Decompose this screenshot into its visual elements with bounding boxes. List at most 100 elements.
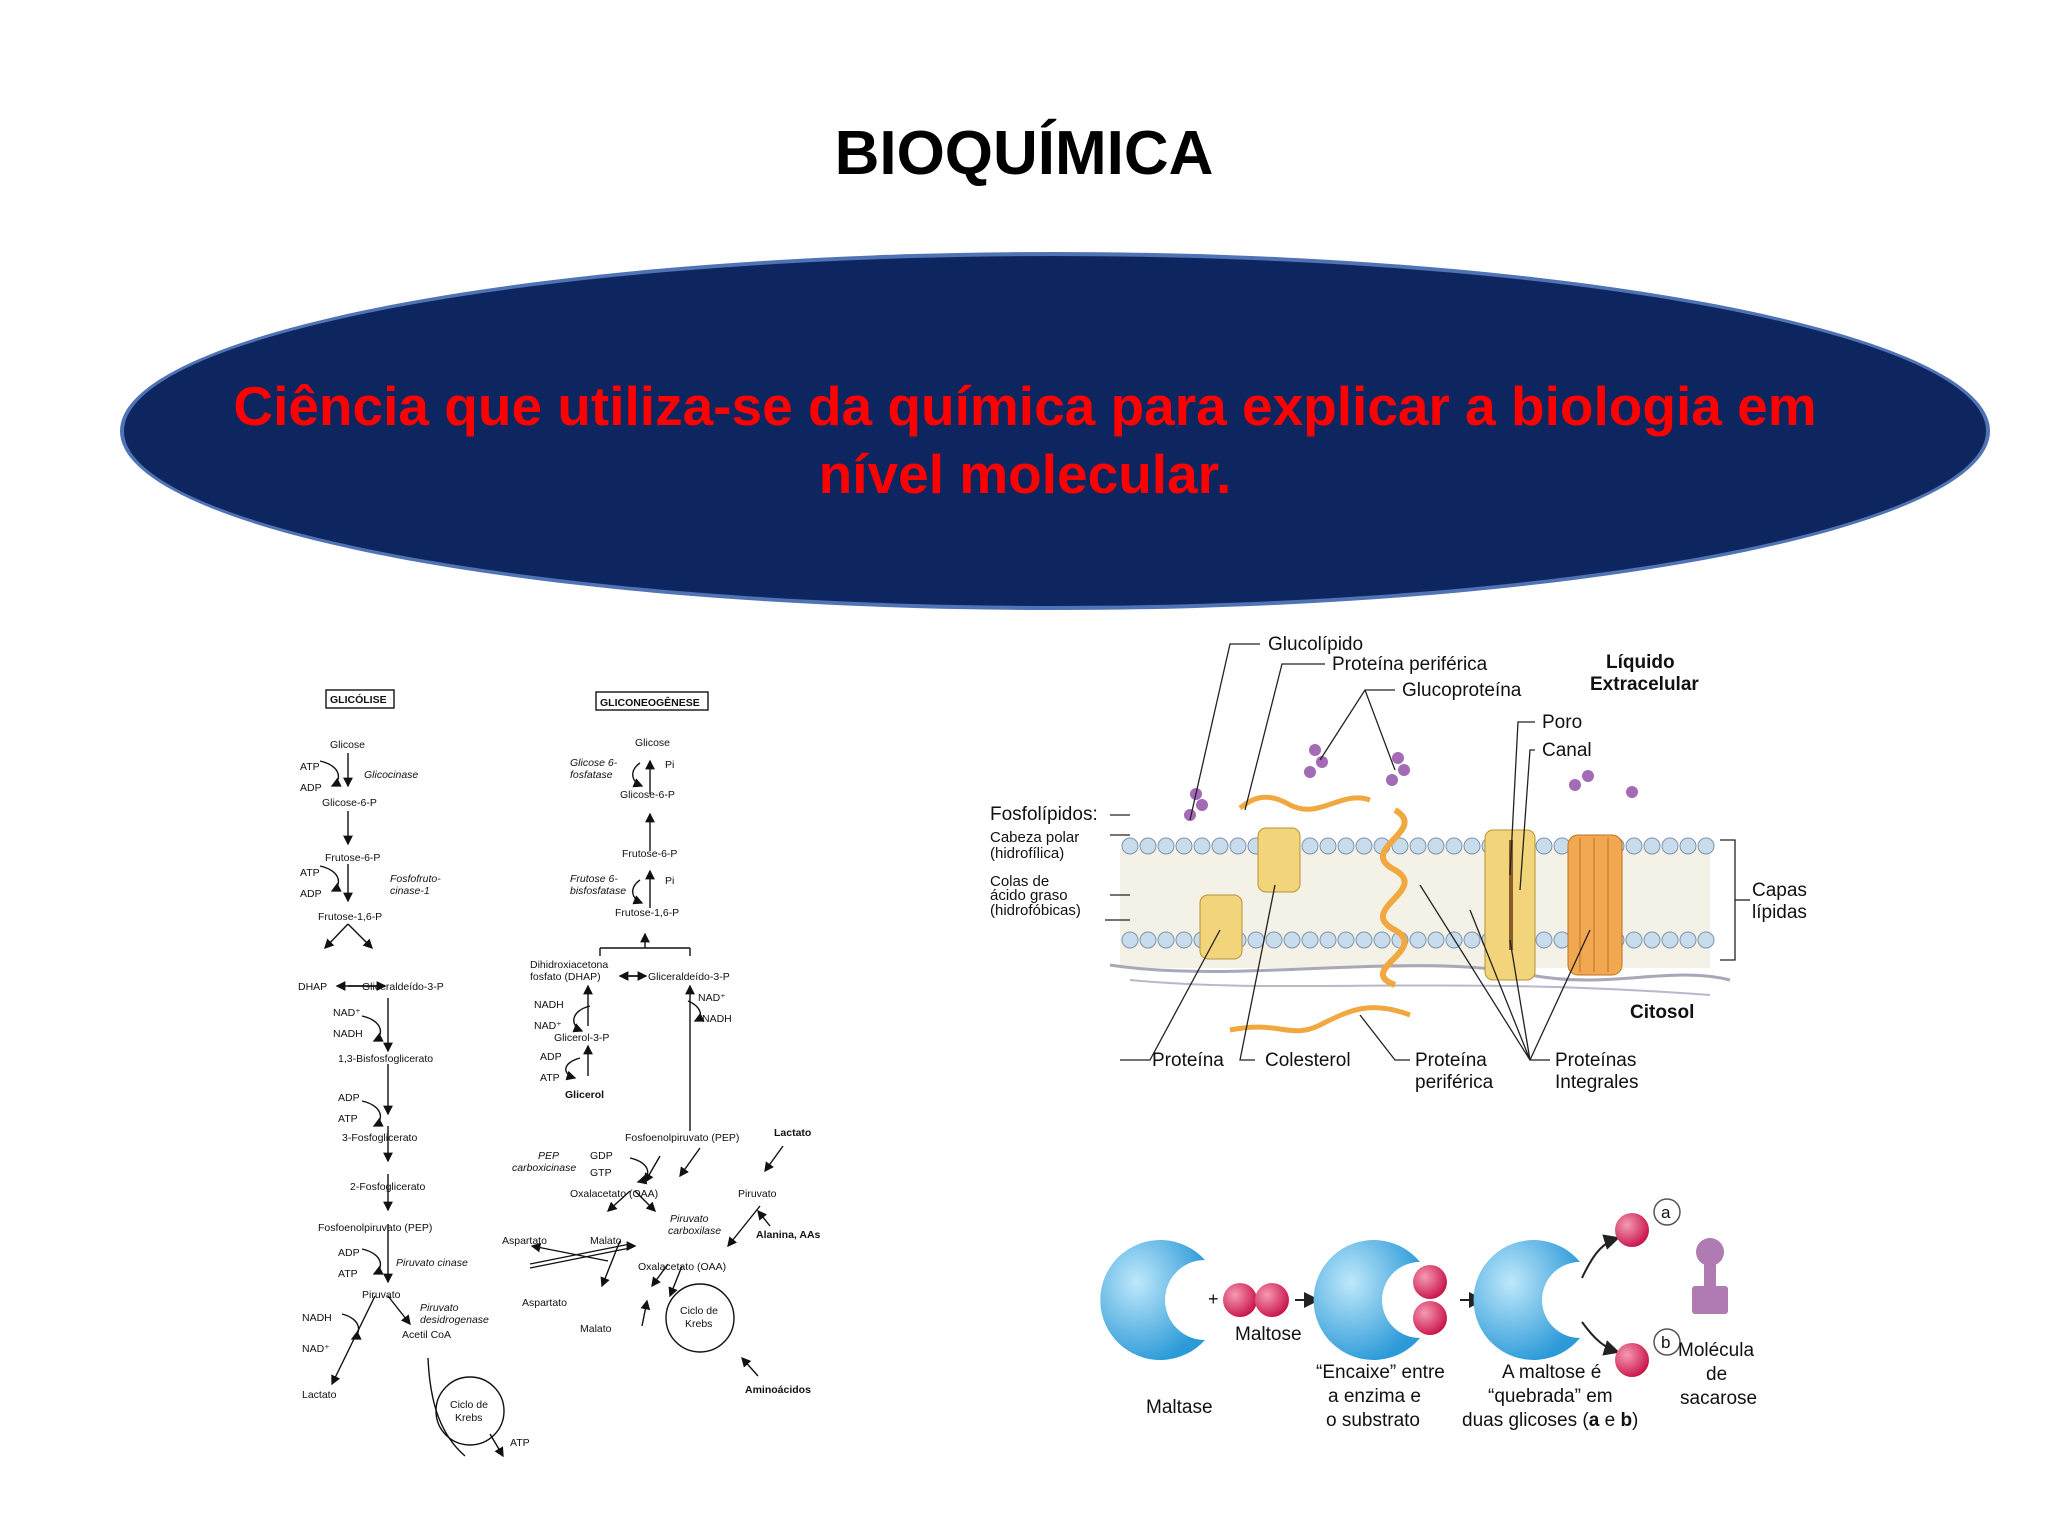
metabolic-pathway-diagram: GLICÓLISE Glicose ATP ADP Glicocinase Gl… xyxy=(298,689,821,1458)
gliconeo-alanina: Alanina, AAs xyxy=(756,1229,821,1241)
gliconeo-fbpase2: bisfosfatase xyxy=(570,885,626,897)
gliconeo-nadp2: NAD⁺ xyxy=(698,992,726,1004)
glicolise-acetil: Acetil CoA xyxy=(402,1329,451,1341)
gliconeo-malato2: Malato xyxy=(580,1323,612,1335)
label-cabeza-2: (hidrofílica) xyxy=(990,845,1064,862)
label-proteina-periferica-top: Proteína periférica xyxy=(1332,654,1488,675)
glicolise-bpg: 1,3-Bisfosfoglicerato xyxy=(338,1053,433,1065)
gliconeo-oaa: Oxalacetato (OAA) xyxy=(570,1188,658,1200)
gliconeo-malato: Malato xyxy=(590,1235,622,1247)
gliconeo-nadh: NADH xyxy=(534,999,564,1011)
glicolise-atp3: ATP xyxy=(338,1113,358,1125)
definition-line-1: Ciência que utiliza-se da química para e… xyxy=(233,375,1817,437)
gliconeo-header: GLICONEOGÊNESE xyxy=(600,696,700,709)
gliconeo-glicerol3p: Glicerol-3-P xyxy=(554,1032,609,1044)
label-cabeza-1: Cabeza polar xyxy=(990,829,1079,846)
gliconeo-pi2: Pi xyxy=(665,875,674,887)
gliconeo-g3p: Gliceraldeído-3-P xyxy=(648,971,730,983)
label-maltase: Maltase xyxy=(1146,1397,1213,1418)
glucose-b xyxy=(1615,1343,1649,1377)
label-molecula-3: sacarose xyxy=(1680,1388,1757,1409)
glicolise-g6p: Glicose-6-P xyxy=(322,797,377,809)
label-canal: Canal xyxy=(1542,740,1592,761)
label-a: a xyxy=(1661,1203,1671,1222)
definition-line-2: nível molecular. xyxy=(818,443,1232,505)
label-liquido-2: Extracelular xyxy=(1590,674,1699,695)
label-capas-1: Capas xyxy=(1752,880,1807,901)
gliconeo-dhap1: Dihidroxiacetona xyxy=(530,959,608,971)
label-glucoproteina: Glucoproteína xyxy=(1402,680,1522,701)
gliconeo-pc2: carboxilase xyxy=(668,1225,721,1237)
gliconeo-aspartato2: Aspartato xyxy=(522,1297,567,1309)
glicolise-atp5: ATP xyxy=(510,1437,530,1449)
page-title: BIOQUÍMICA xyxy=(834,119,1214,188)
label-quebra-1: A maltose é xyxy=(1502,1362,1601,1383)
gliconeo-aspartato: Aspartato xyxy=(502,1235,547,1247)
gliconeo-pepck2: carboxicinase xyxy=(512,1162,576,1174)
label-proteinas-integrales-1: Proteínas xyxy=(1555,1050,1636,1071)
label-b: b xyxy=(1661,1333,1670,1352)
label-maltose: Maltose xyxy=(1235,1324,1302,1345)
glicolise-f6p: Frutose-6-P xyxy=(325,852,380,864)
label-colas-1: Colas de xyxy=(990,873,1049,890)
definition-text: Ciência que utiliza-se da química para e… xyxy=(160,372,1890,508)
cell-membrane-diagram: Glucolípido Proteína periférica Glucopro… xyxy=(990,634,1807,1093)
label-proteina: Proteína xyxy=(1152,1050,1224,1071)
svg-text:+: + xyxy=(1208,1289,1219,1309)
gliconeo-nadh2: NADH xyxy=(702,1013,732,1025)
glicolise-glicose: Glicose xyxy=(330,739,365,751)
gliconeo-aminoacidos: Aminoácidos xyxy=(745,1384,811,1396)
label-encaixe-1: “Encaixe” entre xyxy=(1316,1362,1445,1383)
label-glucolipido: Glucolípido xyxy=(1268,634,1363,655)
label-colesterol: Colesterol xyxy=(1265,1050,1351,1071)
label-encaixe-3: o substrato xyxy=(1326,1410,1420,1431)
maltase-enzyme xyxy=(1100,1240,1205,1360)
glicolise-pep: Fosfoenolpiruvato (PEP) xyxy=(318,1222,432,1234)
label-fosfolipidos: Fosfolípidos: xyxy=(990,804,1098,825)
glicolise-atp4: ATP xyxy=(338,1268,358,1280)
glicolise-dhap: DHAP xyxy=(298,981,327,993)
glicolise-glicocinase: Glicocinase xyxy=(364,769,418,781)
label-quebra-3: duas glicoses (a e b) xyxy=(1462,1410,1638,1431)
gliconeo-g6pase2: fosfatase xyxy=(570,769,613,781)
gliconeo-atp: ATP xyxy=(540,1072,560,1084)
label-encaixe-2: a enzima e xyxy=(1328,1386,1421,1407)
glicolise-pdh1: Piruvato xyxy=(420,1302,459,1314)
gliconeo-dhap2: fosfato (DHAP) xyxy=(530,971,601,983)
label-citosol: Citosol xyxy=(1630,1002,1694,1023)
gliconeo-krebs1: Ciclo de xyxy=(680,1305,718,1317)
label-liquido-1: Líquido xyxy=(1606,652,1675,673)
gliconeo-g6pase1: Glicose 6- xyxy=(570,757,618,769)
gliconeo-adp: ADP xyxy=(540,1051,562,1063)
gliconeo-glicerol: Glicerol xyxy=(565,1089,604,1101)
glicolise-header: GLICÓLISE xyxy=(330,693,387,706)
gliconeo-pc1: Piruvato xyxy=(670,1213,709,1225)
glucose-a xyxy=(1615,1213,1649,1247)
gliconeo-gtp: GTP xyxy=(590,1167,612,1179)
gliconeo-f6p: Frutose-6-P xyxy=(622,848,677,860)
gliconeo-pep: Fosfoenolpiruvato (PEP) xyxy=(625,1132,739,1144)
glicolise-atp2: ATP xyxy=(300,867,320,879)
gliconeo-piruvato: Piruvato xyxy=(738,1188,777,1200)
glicolise-lactato: Lactato xyxy=(302,1389,337,1401)
label-molecula-2: de xyxy=(1706,1364,1727,1385)
sucrose-molecule xyxy=(1692,1238,1728,1314)
enzyme-substrate-diagram: + a b Maltose Maltase “Encaixe” entre a … xyxy=(1100,1198,1757,1431)
gliconeo-f16p: Frutose-1,6-P xyxy=(615,907,679,919)
glicolise-adp1: ADP xyxy=(300,782,322,794)
definition-ellipse xyxy=(120,252,1990,610)
gliconeo-glicose: Glicose xyxy=(635,737,670,749)
gliconeo-gdp: GDP xyxy=(590,1150,613,1162)
glicolise-nadh2: NADH xyxy=(302,1312,332,1324)
glicolise-g3p: Gliceraldeído-3-P xyxy=(362,981,444,993)
label-molecula-1: Molécula xyxy=(1678,1340,1754,1361)
glicolise-nad2: NAD⁺ xyxy=(302,1343,330,1355)
gliconeo-pepck1: PEP xyxy=(538,1150,559,1162)
label-colas-3: (hidrofóbicas) xyxy=(990,902,1081,919)
glicolise-krebs2: Krebs xyxy=(455,1412,482,1424)
glicolise-pfk2: cinase-1 xyxy=(390,885,430,897)
glicolise-pk: Piruvato cinase xyxy=(396,1257,468,1269)
glicolise-nadh: NADH xyxy=(333,1028,363,1040)
glicolise-pfk1: Fosfofruto- xyxy=(390,873,441,885)
glicolise-adp2: ADP xyxy=(300,888,322,900)
